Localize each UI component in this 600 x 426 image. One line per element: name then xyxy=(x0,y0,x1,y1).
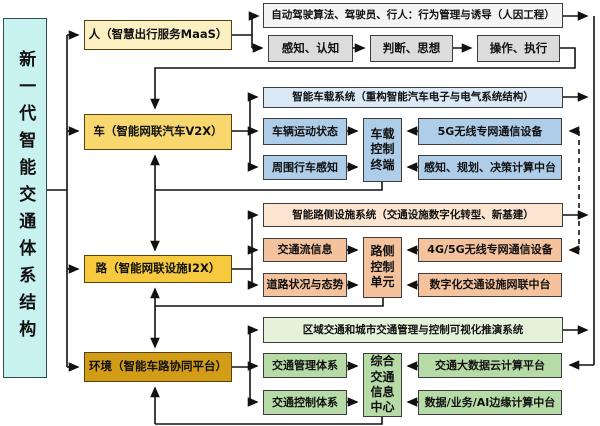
human-wide-system-box: 自动驾驶算法、驾驶员、行人：行为管理与诱导（人因工程） xyxy=(263,3,563,28)
ai-edge-computing-platform-box: 数据/业务/AI边缘计算中台 xyxy=(418,390,562,415)
environment-wide-system-box: 区域交通和城市交通管理与控制可视化推演系统 xyxy=(263,317,563,343)
road-digital-facility-platform-box: 数字化交通设施网联中台 xyxy=(418,273,562,297)
traffic-management-system-box: 交通管理体系 xyxy=(263,353,347,378)
vehicle-motion-state-box: 车辆运动状态 xyxy=(263,118,347,145)
root-title-box: 新一代智能交通体系结构 xyxy=(3,18,47,378)
human-perception-box: 感知、认知 xyxy=(268,35,353,62)
big-data-cloud-platform-box: 交通大数据云计算平台 xyxy=(418,353,562,378)
node-environment: 环境（智能车路协同平台） xyxy=(84,352,232,382)
road-wide-system-box: 智能路侧设施系统（交通设施数字化转型、新基建） xyxy=(263,203,563,227)
human-operation-box: 操作、执行 xyxy=(477,35,560,62)
roadside-control-unit-box: 路侧控制单元 xyxy=(363,237,402,298)
road-4g5g-comm-device-box: 4G/5G无线专网通信设备 xyxy=(418,238,562,262)
vehicle-planning-platform-box: 感知、规划、决策计算中台 xyxy=(418,155,562,180)
vehicle-5g-comm-device-box: 5G无线专网通信设备 xyxy=(418,118,562,145)
road-traffic-flow-info-box: 交通流信息 xyxy=(263,238,347,262)
traffic-control-system-box: 交通控制体系 xyxy=(263,390,347,415)
vehicle-wide-system-box: 智能车载系统（重构智能汽车电子与电气系统结构） xyxy=(263,87,563,108)
integrated-traffic-info-center-box: 综合交通信息中心 xyxy=(363,353,402,417)
node-vehicle: 车（智能网联汽车V2X） xyxy=(84,114,232,150)
vehicle-onboard-control-terminal-box: 车载控制终端 xyxy=(363,118,402,182)
road-condition-box: 道路状况与态势 xyxy=(263,273,347,297)
node-road: 路（智能网联设施I2X） xyxy=(84,255,232,283)
human-judgement-box: 判断、思想 xyxy=(370,35,453,62)
node-human: 人（智慧出行服务MaaS） xyxy=(84,20,232,50)
vehicle-surrounding-sensing-box: 周围行车感知 xyxy=(263,155,347,180)
